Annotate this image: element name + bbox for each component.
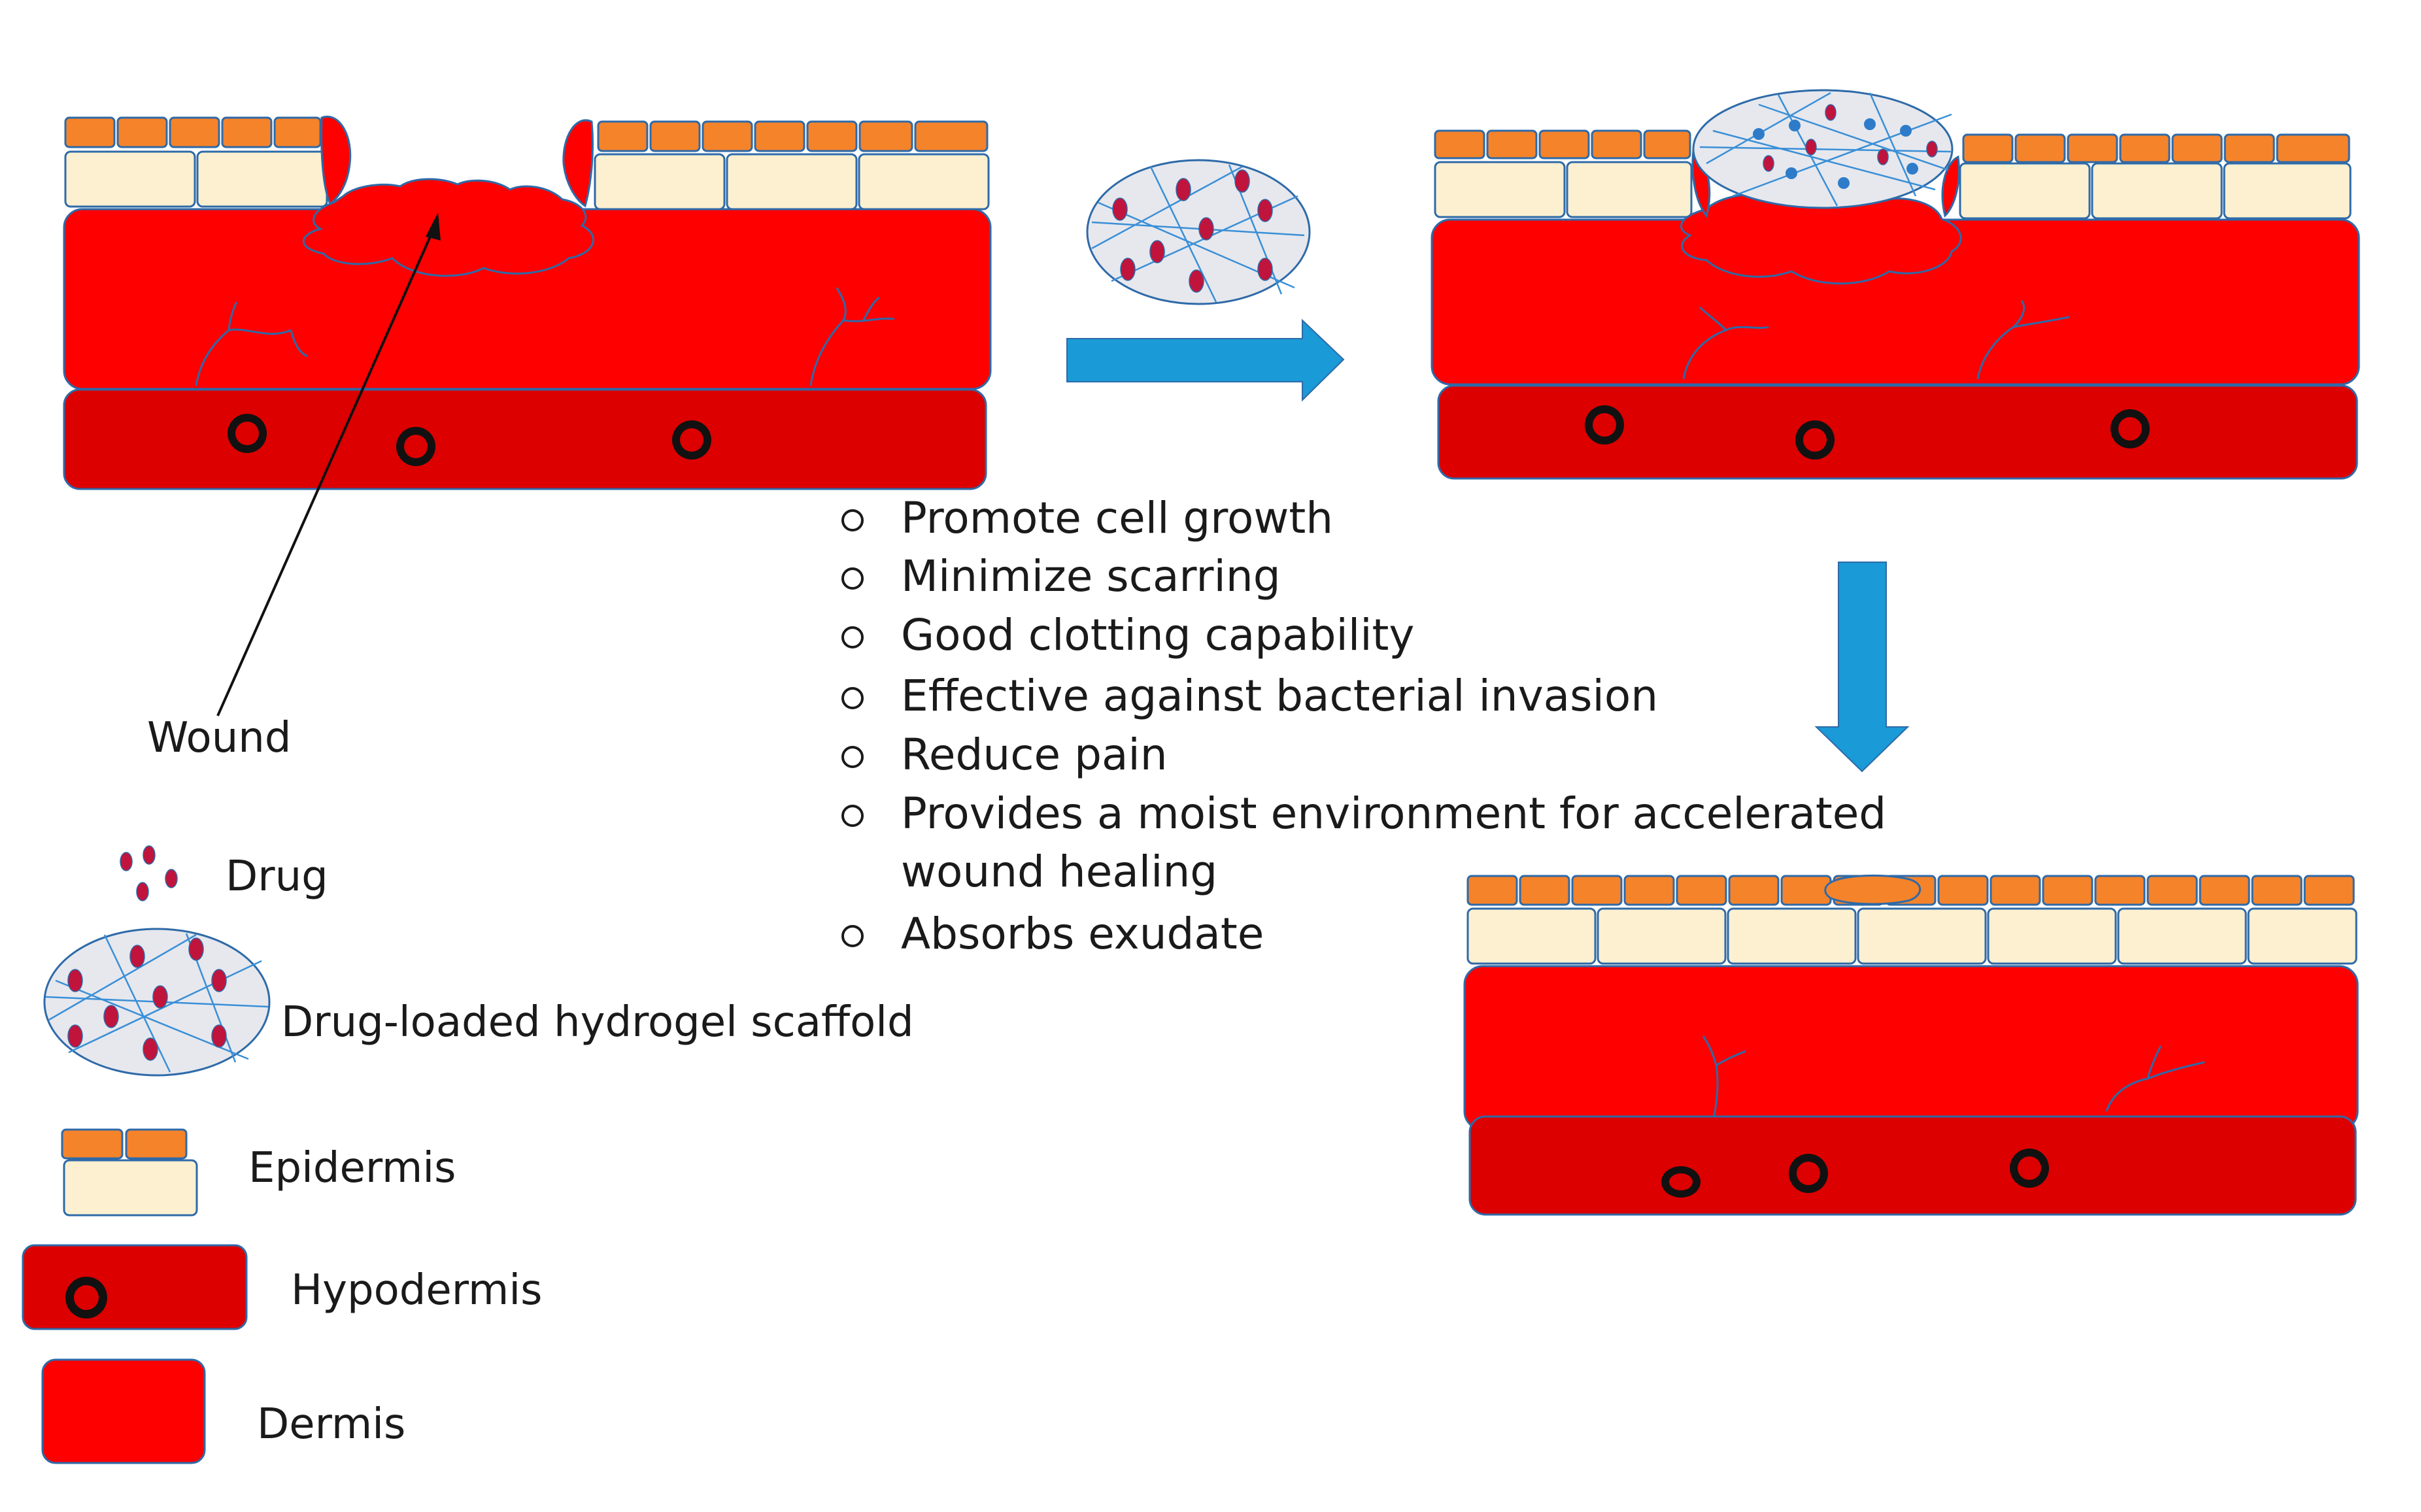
epidermis-layer-right — [594, 120, 990, 210]
hypodermis-pores — [1661, 1149, 2049, 1198]
benefit-item: Minimize scarring — [901, 551, 1281, 601]
benefit-item: Provides a moist environment for acceler… — [901, 788, 1886, 839]
bullet-icon — [841, 567, 864, 590]
benefit-item: Promote cell growth — [901, 493, 1333, 543]
epidermis-layer-left — [1434, 129, 1693, 218]
panel-healed-skin — [1463, 874, 2359, 1216]
epidermis-label: Epidermis — [248, 1144, 456, 1192]
benefit-item: Reduce pain — [901, 730, 1168, 780]
wound-pointer-arrowhead — [426, 212, 441, 241]
epidermis-icon — [61, 1128, 198, 1217]
hypodermis-layer — [1468, 1115, 2357, 1216]
hydrogel-scaffold-icon — [43, 928, 271, 1077]
dermis-layer — [1463, 965, 2359, 1131]
bullet-icon — [841, 746, 864, 768]
bullet-icon — [841, 687, 864, 709]
benefits-list: Promote cell growth Minimize scarring Go… — [841, 493, 1886, 959]
epidermis-layer — [1466, 874, 2358, 965]
epidermis-layer-right — [1959, 133, 2352, 220]
benefit-item: Absorbs exudate — [901, 909, 1264, 959]
drug-icon — [120, 845, 178, 901]
bullet-icon — [841, 805, 864, 827]
panel-wounded-skin — [63, 115, 992, 716]
panel-scaffold-in-wound — [1431, 89, 2360, 480]
arrow-right — [1066, 318, 1345, 402]
scaffold-applied — [1086, 159, 1311, 305]
hypodermis-label: Hypodermis — [291, 1266, 542, 1315]
bullet-icon — [841, 925, 864, 947]
hypodermis-pores — [1585, 405, 2150, 460]
hypodermis-layer — [1437, 384, 2358, 480]
bullet-icon — [841, 509, 864, 531]
wound-label: Wound — [147, 714, 291, 762]
hypodermis-pores — [228, 414, 711, 466]
scaffold-embedded — [1692, 89, 1954, 209]
wound-pointer-line — [216, 218, 439, 716]
drug-label: Drug — [226, 852, 328, 901]
legend: Drug Drug-loaded hydrogel scaffold Epide… — [22, 845, 914, 1464]
dermis-label: Dermis — [257, 1400, 405, 1449]
wound-clot — [302, 178, 594, 277]
epidermis-layer-left — [64, 116, 328, 208]
bullet-icon — [841, 626, 864, 648]
hypodermis-icon — [22, 1244, 248, 1330]
benefit-item: Effective against bacterial invasion — [901, 671, 1658, 721]
arrow-down — [1814, 562, 1910, 773]
hypodermis-layer — [63, 388, 987, 490]
benefit-item: Good clotting capability — [901, 610, 1415, 660]
dermis-icon — [41, 1358, 206, 1464]
scaffold-label: Drug-loaded hydrogel scaffold — [281, 998, 914, 1047]
benefit-item-continuation: wound healing — [901, 847, 1217, 897]
